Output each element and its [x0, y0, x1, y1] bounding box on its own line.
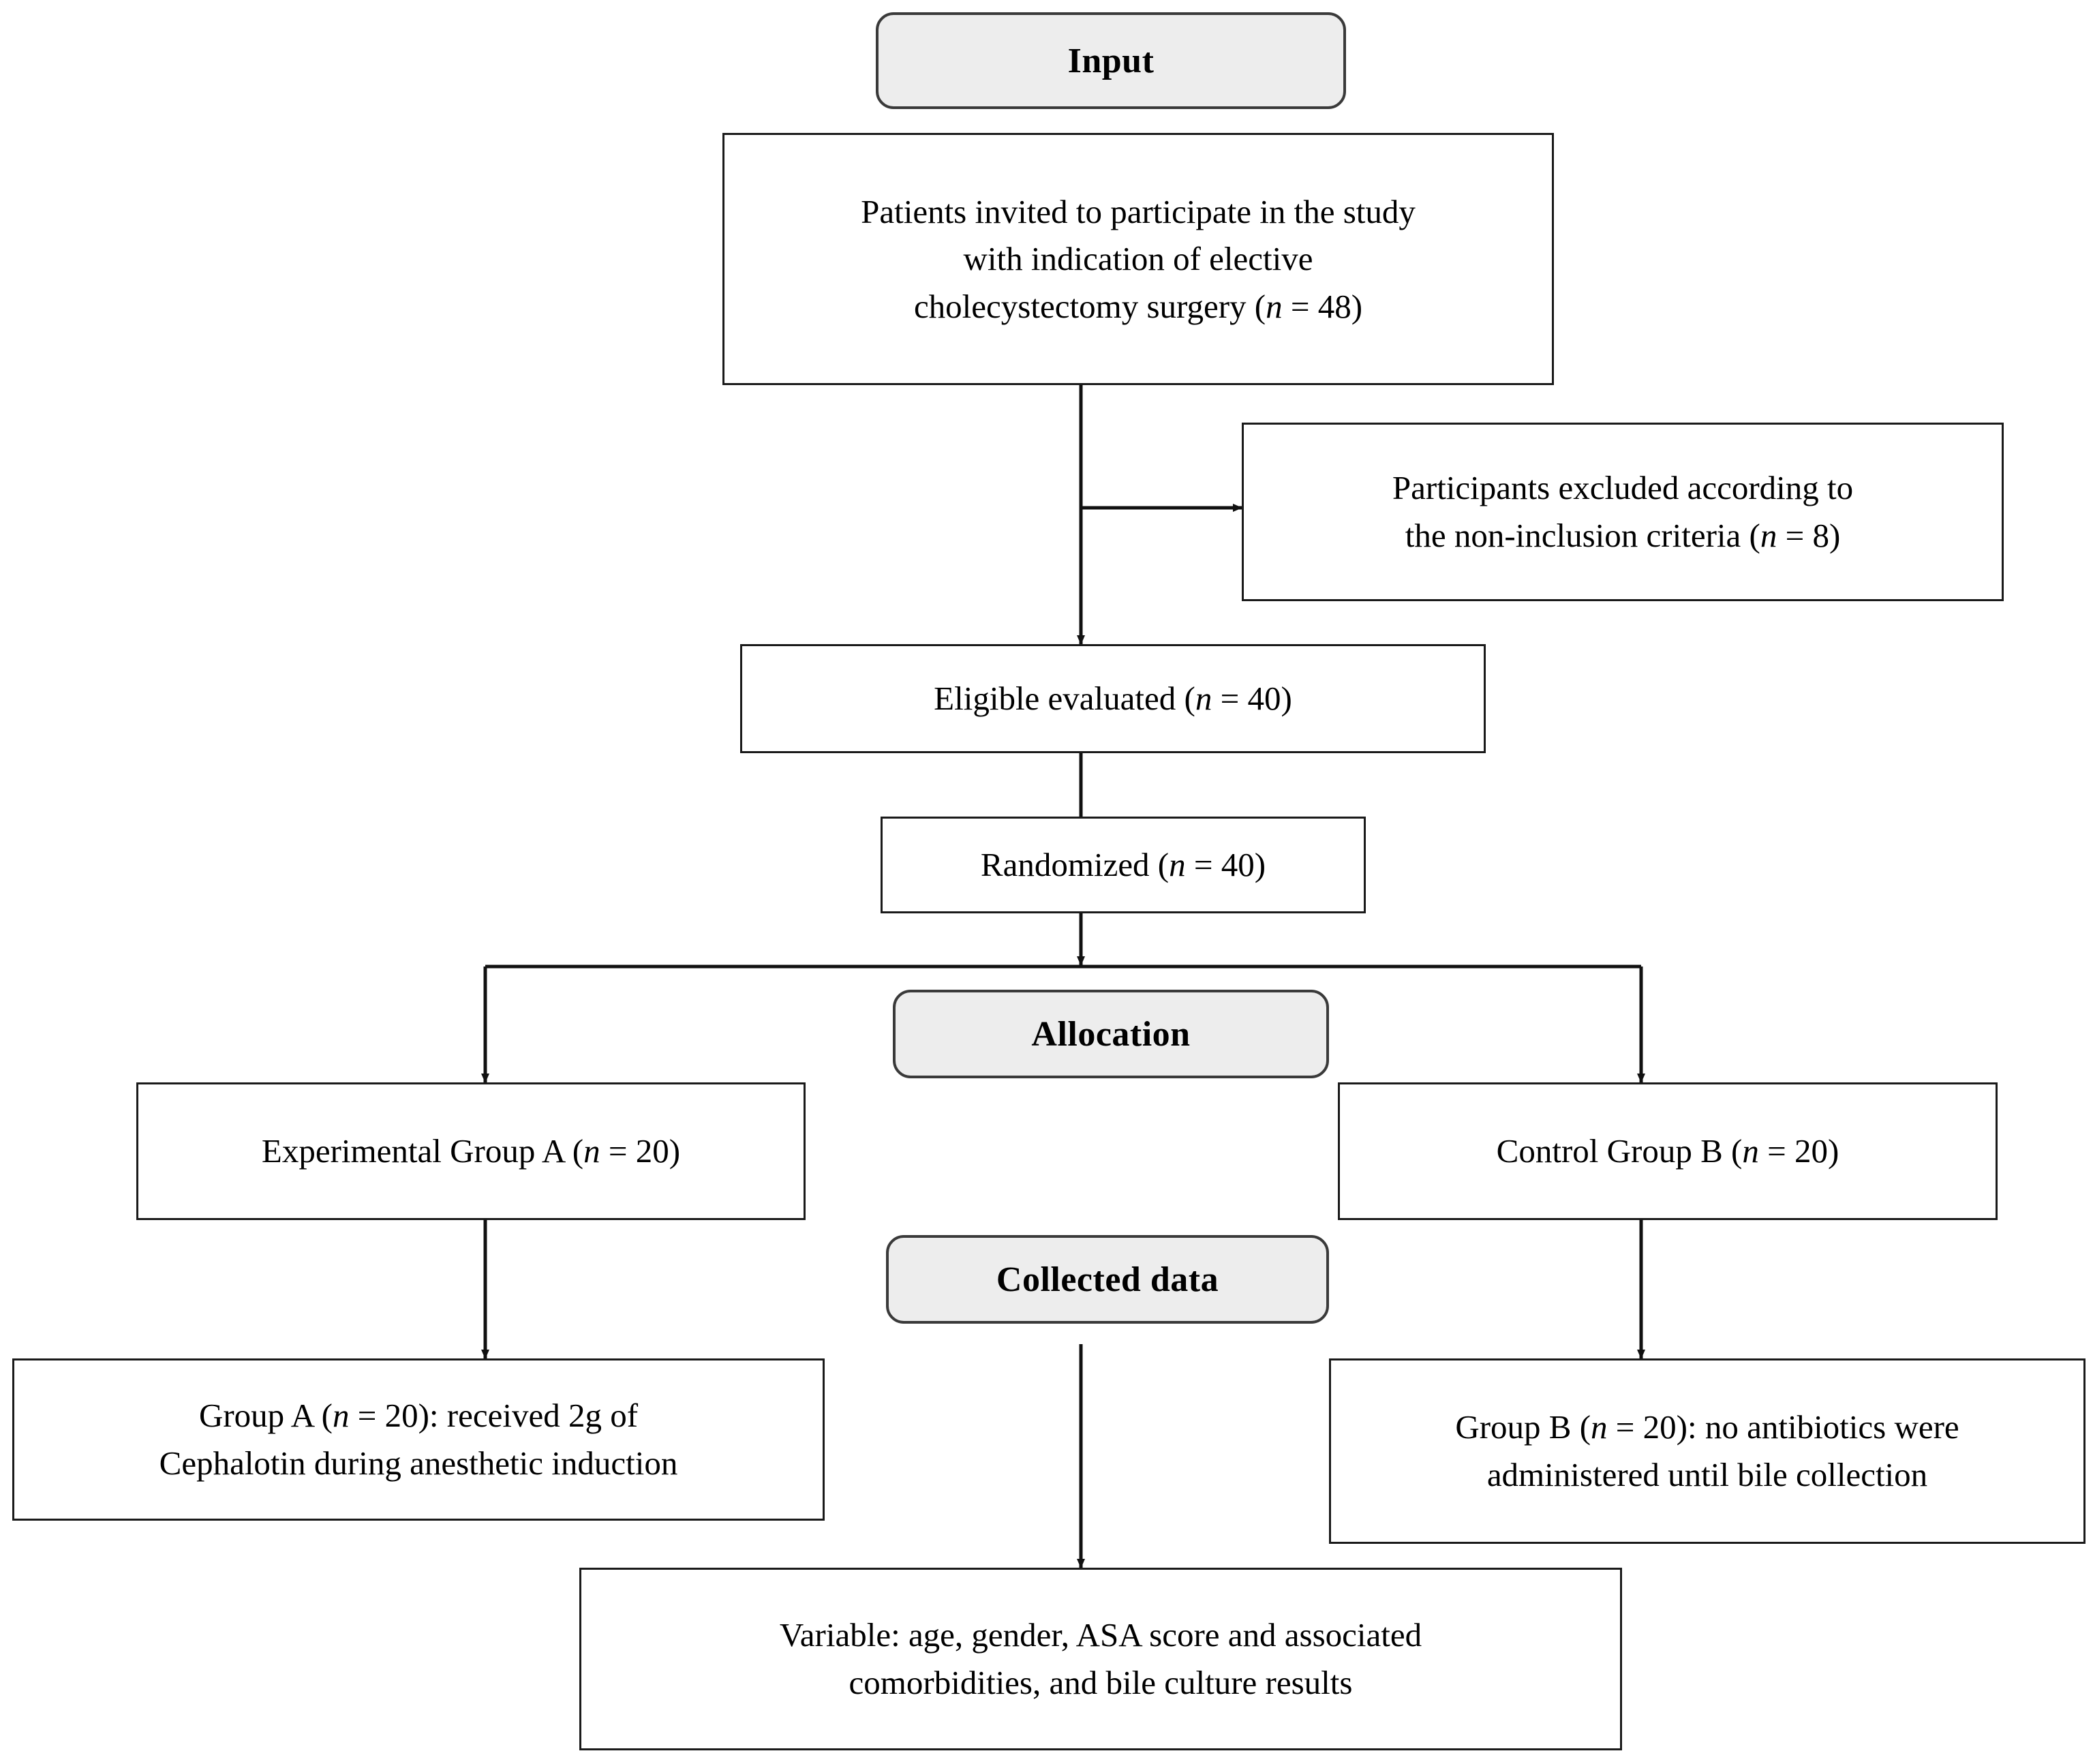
node-group-a-protocol: Group A (n = 20): received 2g of Cephalo…: [12, 1358, 825, 1521]
node-patients-invited-line1: Patients invited to participate in the s…: [861, 192, 1416, 230]
node-participants-excluded-n-symbol: n: [1760, 517, 1777, 554]
stage-collected-data-label: Collected data: [996, 1260, 1219, 1299]
node-patients-invited-line2: with indication of elective: [963, 240, 1313, 278]
node-group-b-protocol-line2: administered until bile collection: [1486, 1456, 1928, 1493]
node-variables-collected: Variable: age, gender, ASA score and ass…: [579, 1568, 1622, 1750]
node-eligible-evaluated-n-symbol: n: [1195, 680, 1212, 718]
node-eligible-evaluated-suffix: = 40): [1212, 680, 1292, 718]
node-group-b-protocol-n-symbol: n: [1591, 1408, 1608, 1446]
node-participants-excluded-line2-prefix: the non-inclusion criteria (: [1405, 517, 1760, 554]
node-group-a-protocol-line1-prefix: Group A (: [198, 1397, 333, 1435]
node-group-b-protocol-line1-prefix: Group B (: [1455, 1408, 1591, 1446]
node-eligible-evaluated: Eligible evaluated (n = 40): [740, 644, 1486, 753]
stage-allocation-label: Allocation: [1031, 1014, 1191, 1054]
stage-collected-data: Collected data: [886, 1235, 1329, 1324]
node-group-b-protocol: Group B (n = 20): no antibiotics were ad…: [1329, 1358, 2086, 1544]
node-control-group-b: Control Group B (n = 20): [1338, 1082, 1998, 1220]
node-randomized-prefix: Randomized (: [980, 846, 1170, 884]
node-variables-collected-line2: comorbidities, and bile culture results: [849, 1664, 1353, 1701]
node-experimental-group-a-prefix: Experimental Group A (: [261, 1132, 584, 1170]
node-group-a-protocol-n-symbol: n: [332, 1397, 350, 1435]
node-patients-invited-line3-prefix: cholecystectomy surgery (: [913, 287, 1266, 325]
node-patients-invited: Patients invited to participate in the s…: [722, 133, 1554, 385]
stage-allocation: Allocation: [893, 990, 1329, 1078]
node-control-group-b-suffix: = 20): [1758, 1132, 1839, 1170]
node-group-a-protocol-line2: Cephalotin during anesthetic induction: [159, 1444, 678, 1482]
node-patients-invited-n-symbol: n: [1266, 287, 1283, 325]
node-control-group-b-n-symbol: n: [1742, 1132, 1759, 1170]
node-patients-invited-line3-suffix: = 48): [1282, 287, 1363, 325]
node-participants-excluded-line1: Participants excluded according to: [1392, 469, 1854, 507]
node-group-b-protocol-line1-suffix: = 20): no antibiotics were: [1607, 1408, 1959, 1446]
node-experimental-group-a-n-symbol: n: [583, 1132, 600, 1170]
node-eligible-evaluated-prefix: Eligible evaluated (: [934, 680, 1195, 718]
node-control-group-b-prefix: Control Group B (: [1496, 1132, 1743, 1170]
node-experimental-group-a: Experimental Group A (n = 20): [136, 1082, 806, 1220]
stage-input: Input: [876, 12, 1346, 109]
node-randomized-n-symbol: n: [1169, 846, 1186, 884]
stage-input-label: Input: [1067, 41, 1155, 80]
node-participants-excluded: Participants excluded according to the n…: [1242, 423, 2004, 601]
node-experimental-group-a-suffix: = 20): [600, 1132, 681, 1170]
node-randomized: Randomized (n = 40): [881, 817, 1366, 913]
node-group-a-protocol-line1-suffix: = 20): received 2g of: [349, 1397, 639, 1435]
node-variables-collected-line1: Variable: age, gender, ASA score and ass…: [779, 1616, 1422, 1654]
node-participants-excluded-line2-suffix: = 8): [1777, 517, 1841, 554]
node-randomized-suffix: = 40): [1185, 846, 1266, 884]
